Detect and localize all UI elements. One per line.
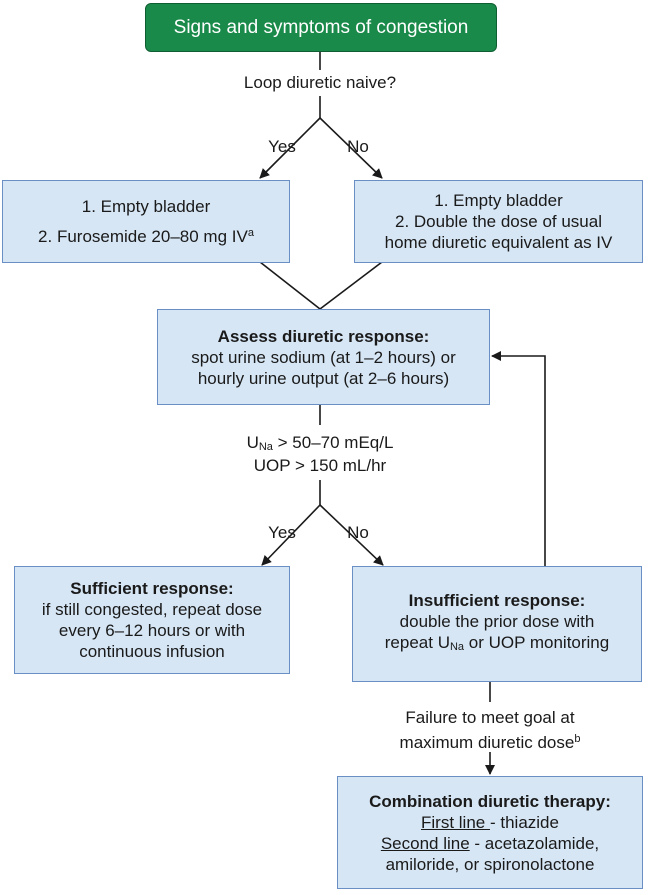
naive-line2: 2. Furosemide 20–80 mg IV	[38, 227, 248, 246]
una-u: U	[246, 433, 259, 452]
arrow-no-right	[319, 117, 383, 179]
nonnaive-dosing-box: 1. Empty bladder 2. Double the dose of u…	[354, 180, 643, 263]
line-left-to-assess	[259, 261, 321, 310]
nonnaive-line2: 2. Double the dose of usual	[395, 212, 602, 231]
combo-first-rest: - thiazide	[489, 812, 559, 832]
insufficient-response-box: Insufficient response: double the prior …	[352, 566, 642, 682]
combo-second-label: Second line	[380, 833, 470, 853]
una-rest: > 50–70 mEq/L	[272, 433, 394, 452]
failure-line2-wrap: maximum diuretic doseb	[345, 729, 635, 753]
una-sub: Na	[258, 441, 273, 453]
start-text: Signs and symptoms of congestion	[173, 17, 469, 38]
assess-title: Assess diuretic response:	[217, 326, 430, 346]
criteria-no-label: No	[347, 523, 369, 542]
insufficient-line2-sub: Na	[449, 641, 465, 653]
insufficient-title: Insufficient response:	[408, 591, 586, 610]
footnote-a: a	[247, 227, 254, 239]
assess-line2: hourly urine output (at 2–6 hours)	[197, 368, 450, 388]
nonnaive-line1: 1. Empty bladder	[434, 191, 563, 210]
combo-line3: amiloride, or spironolactone	[385, 854, 595, 874]
combo-second-rest: - acetazolamide,	[469, 833, 600, 853]
combo-first-line: First line - thiazide	[421, 812, 559, 833]
criteria-yes-label: Yes	[268, 523, 296, 542]
sufficient-line3: continuous infusion	[79, 642, 225, 661]
combo-title: Combination diuretic therapy:	[369, 791, 611, 811]
naive-line2-wrap: 2. Furosemide 20–80 mg IVa	[38, 223, 254, 247]
combination-therapy-box: Combination diuretic therapy: First line…	[337, 776, 643, 889]
sufficient-title: Sufficient response:	[70, 579, 234, 598]
criteria-una: UNa > 50–70 mEq/L	[195, 432, 445, 458]
branch-no-label: No	[347, 137, 369, 156]
combo-first-label: First line	[421, 812, 490, 832]
sufficient-line2: every 6–12 hours or with	[58, 621, 246, 640]
arrow-feedback-loop	[491, 351, 546, 566]
sufficient-line1: if still congested, repeat dose	[41, 600, 263, 619]
criteria-uop: UOP > 150 mL/hr	[253, 456, 387, 475]
failure-line1: Failure to meet goal at	[405, 708, 575, 727]
line-right-to-assess	[319, 261, 383, 310]
insufficient-line1: double the prior dose with	[399, 612, 595, 631]
naive-line1: 1. Empty bladder	[81, 197, 211, 216]
branch-yes-label: Yes	[268, 137, 296, 156]
combo-second-line: Second line - acetazolamide,	[381, 833, 599, 854]
assess-response-box: Assess diuretic response: spot urine sod…	[157, 309, 490, 405]
naive-dosing-box: 1. Empty bladder 2. Furosemide 20–80 mg …	[2, 180, 290, 263]
insufficient-line2-rest: or UOP monitoring	[464, 633, 610, 652]
insufficient-line2: repeat UNa or UOP monitoring	[385, 632, 609, 658]
sufficient-response-box: Sufficient response: if still congested,…	[14, 566, 290, 674]
insufficient-line2-prefix: repeat U	[384, 633, 450, 652]
arrow-no-insufficient	[319, 504, 384, 566]
nonnaive-line3: home diuretic equivalent as IV	[384, 233, 613, 252]
start-node: Signs and symptoms of congestion	[145, 3, 497, 52]
failure-line2: maximum diuretic dose	[399, 733, 575, 752]
assess-line1: spot urine sodium (at 1–2 hours) or	[191, 347, 456, 367]
footnote-b: b	[574, 733, 581, 745]
arrow-yes-left	[259, 117, 321, 179]
arrow-yes-sufficient	[261, 504, 321, 566]
question-loop-naive: Loop diuretic naive?	[243, 73, 397, 92]
